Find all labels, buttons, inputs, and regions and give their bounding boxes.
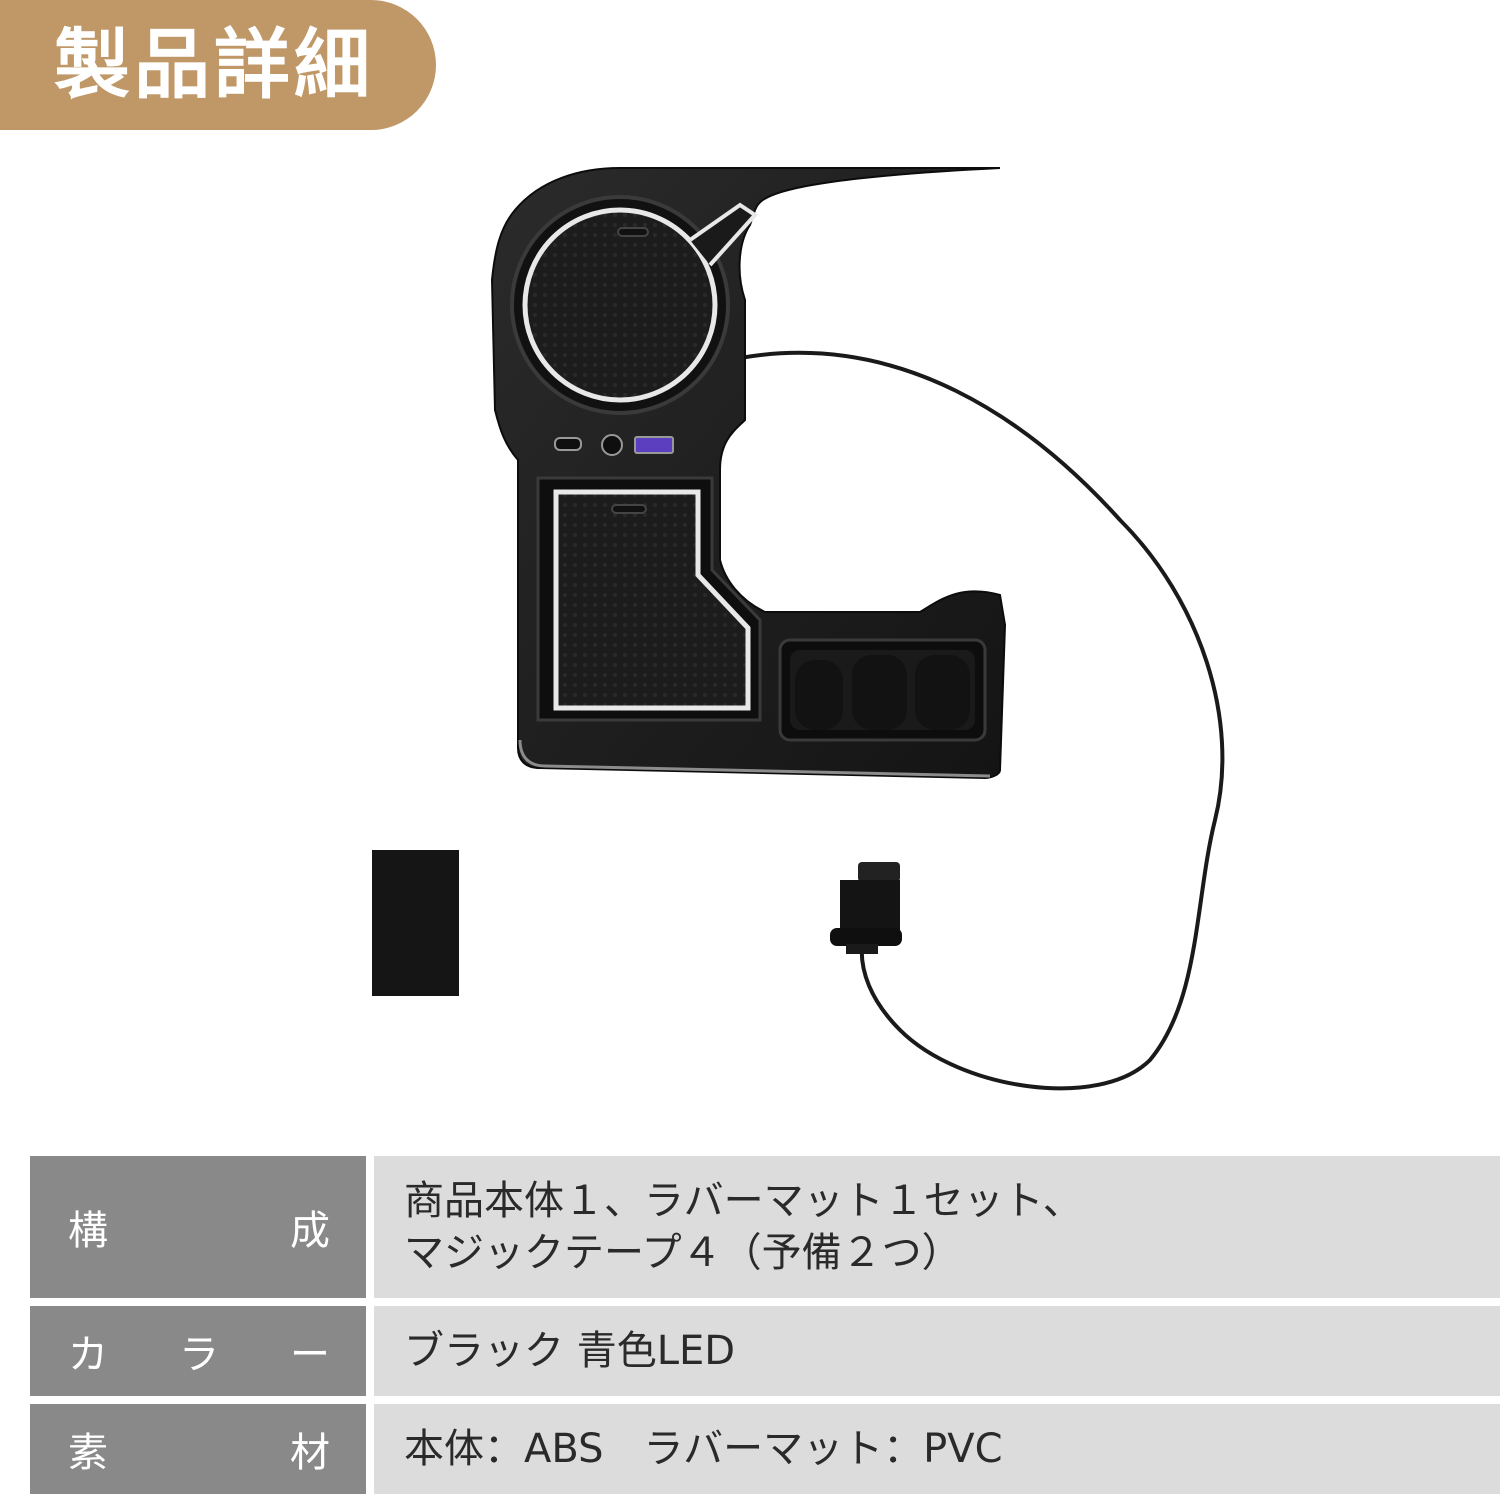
spec-label: 素 材 (30, 1404, 366, 1494)
spec-table: 構 成 商品本体１、ラバーマット１セット、 マジックテープ４（予備２つ） カ ラ… (30, 1156, 1500, 1502)
cup-holder-pad (522, 207, 718, 403)
spec-value-line: 商品本体１、ラバーマット１セット、 (404, 1178, 1083, 1224)
spec-value-line: ブラック 青色LED (404, 1328, 736, 1374)
spec-value: 商品本体１、ラバーマット１セット、 マジックテープ４（予備２つ） (374, 1156, 1500, 1298)
spec-label: 構 成 (30, 1156, 366, 1298)
usb-a-port-icon (634, 436, 674, 454)
spec-value: 本体：ABS ラバーマット：PVC (374, 1404, 1500, 1494)
tray-rubber-mat (553, 489, 751, 711)
spec-value-line: 本体：ABS ラバーマット：PVC (404, 1426, 1003, 1472)
velcro-tape (372, 850, 459, 996)
spec-value: ブラック 青色LED (374, 1306, 1500, 1396)
car-charger-plug (840, 880, 900, 935)
section-banner: 製品詳細 (0, 0, 436, 130)
spec-value-line: マジックテープ４（予備２つ） (404, 1230, 962, 1276)
spec-row-color: カ ラ ー ブラック 青色LED (30, 1306, 1500, 1396)
spec-row-material: 素 材 本体：ABS ラバーマット：PVC (30, 1404, 1500, 1494)
section-title: 製品詳細 (54, 20, 374, 109)
product-photo (372, 167, 1225, 1091)
usb-c-port-icon (554, 437, 582, 451)
spec-row-composition: 構 成 商品本体１、ラバーマット１セット、 マジックテープ４（予備２つ） (30, 1156, 1500, 1298)
power-button-icon (601, 434, 623, 456)
charger-cable (739, 350, 1225, 1091)
spec-label: カ ラ ー (30, 1306, 366, 1396)
